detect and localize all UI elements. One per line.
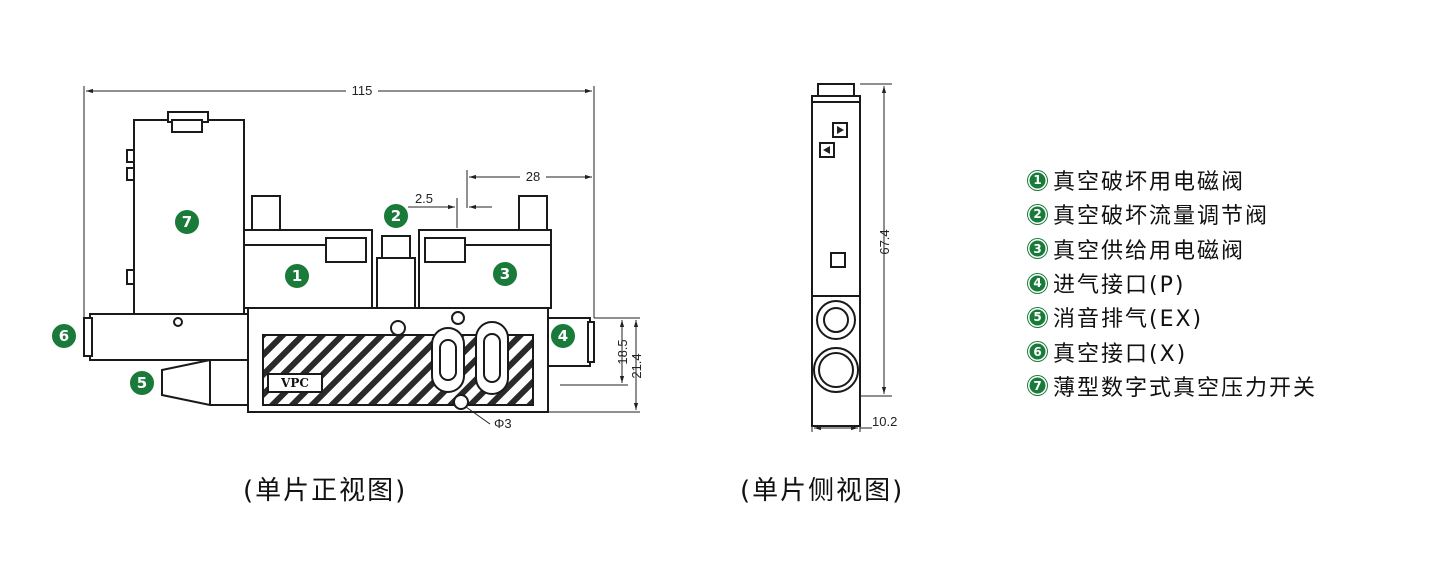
side-set-button xyxy=(830,252,846,268)
vpc-plate xyxy=(267,373,323,393)
legend-item-7: 7 薄型数字式真空压力开关 xyxy=(1028,369,1317,403)
svg-text:5: 5 xyxy=(137,374,147,392)
legend-badge-6: 6 xyxy=(1028,342,1047,362)
legend-item-3: 3 真空供给用电磁阀 xyxy=(1028,232,1317,266)
legend-item-6: 6 真空接口(X) xyxy=(1028,334,1317,368)
flow-regulator-knob xyxy=(381,235,411,259)
svg-text:6: 6 xyxy=(59,327,69,345)
svg-text:2: 2 xyxy=(391,207,401,225)
svg-text:7: 7 xyxy=(182,213,192,231)
legend-label-5: 消音排气(EX) xyxy=(1053,307,1204,333)
dim-2.5 xyxy=(408,198,492,228)
side-view xyxy=(811,83,892,432)
legend-item-4: 4 进气接口(P) xyxy=(1028,266,1317,300)
dim-2.5-label: 2.5 xyxy=(415,191,433,206)
svg-text:3: 3 xyxy=(500,265,510,283)
dim-10.2-label: 10.2 xyxy=(872,414,897,429)
legend-badge-3: 3 xyxy=(1028,239,1047,259)
caption-front-view: (单片正视图) xyxy=(243,476,408,506)
caption-side-view: (单片侧视图) xyxy=(740,476,905,506)
badge-7: 7 xyxy=(173,208,201,236)
vacuum-port-tube xyxy=(89,313,251,361)
side-dims xyxy=(811,83,892,432)
legend-label-7: 薄型数字式真空压力开关 xyxy=(1053,375,1318,401)
vpc-label: VPC xyxy=(280,376,309,390)
legend-badge-4: 4 xyxy=(1028,273,1047,293)
badge-4: 4 xyxy=(549,322,577,350)
silencer xyxy=(161,359,249,406)
legend-label-4: 进气接口(P) xyxy=(1053,273,1186,299)
legend-item-1: 1 真空破坏用电磁阀 xyxy=(1028,163,1317,197)
dim-28-label: 28 xyxy=(526,169,540,184)
legend-label-2: 真空破坏流量调节阀 xyxy=(1053,204,1270,230)
up-arrow-button xyxy=(832,122,848,138)
svg-text:1: 1 xyxy=(292,267,302,285)
badge-5: 5 xyxy=(128,369,156,397)
badge-1: 1 xyxy=(283,262,311,290)
dim-115-label: 115 xyxy=(352,83,373,98)
legend-label-1: 真空破坏用电磁阀 xyxy=(1053,170,1246,196)
dim-heights xyxy=(465,317,640,425)
dim-21.4-label: 21.4 xyxy=(629,353,644,378)
svg-text:4: 4 xyxy=(558,327,568,345)
dim-18.5-label: 18.5 xyxy=(615,339,630,364)
hole-phi3 xyxy=(453,394,469,410)
legend-item-2: 2 真空破坏流量调节阀 xyxy=(1028,197,1317,231)
legend-badge-5: 5 xyxy=(1028,307,1047,327)
legend-item-5: 5 消音排气(EX) xyxy=(1028,300,1317,334)
valve1-connector xyxy=(251,195,281,233)
valve3-connector xyxy=(518,195,548,233)
legend-badge-2: 2 xyxy=(1028,204,1047,224)
dim-67.4-label: 67.4 xyxy=(877,229,892,254)
legend-badge-1: 1 xyxy=(1028,170,1047,190)
dim-115 xyxy=(83,86,595,318)
badge-3: 3 xyxy=(491,260,519,288)
legend-badge-7: 7 xyxy=(1028,376,1047,396)
legend: 1 真空破坏用电磁阀 2 真空破坏流量调节阀 3 真空供给用电磁阀 4 进气接口… xyxy=(1028,163,1317,403)
flow-regulator-body xyxy=(376,257,416,309)
dim-phi3-label: Φ3 xyxy=(494,416,512,431)
legend-label-6: 真空接口(X) xyxy=(1053,341,1188,367)
switch-connector-base xyxy=(171,119,203,133)
front-view xyxy=(83,84,640,425)
badge-6: 6 xyxy=(50,322,78,350)
down-arrow-button xyxy=(819,142,835,158)
legend-label-3: 真空供给用电磁阀 xyxy=(1053,238,1246,264)
badge-2: 2 xyxy=(382,202,410,230)
